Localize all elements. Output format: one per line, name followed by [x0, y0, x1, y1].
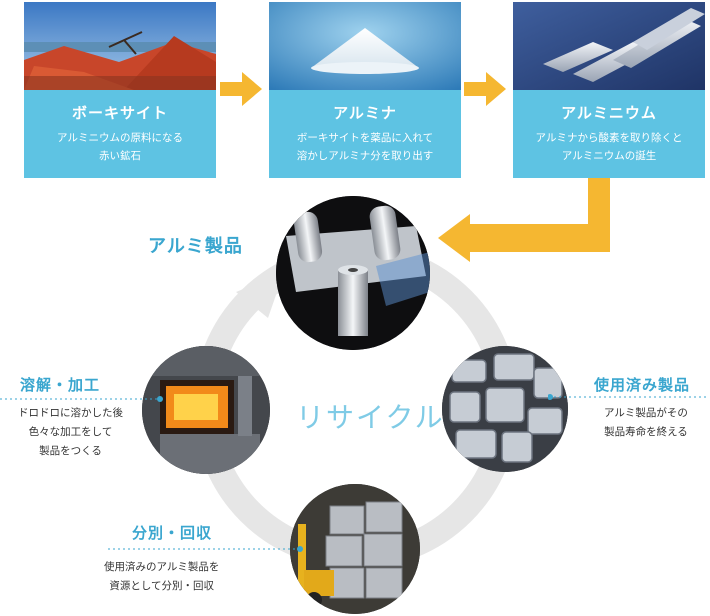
recycle-label: リサイクル	[296, 401, 445, 434]
step-desc: アルミナから酸素を取り除くとアルミニウムの誕生	[535, 132, 683, 162]
used-products-label: 使用済み製品	[594, 376, 691, 394]
alumina-panel: アルミナ ボーキサイトを薬品に入れて溶かしアルミナ分を取り出す	[269, 90, 461, 178]
product-photo	[276, 196, 430, 350]
melt-desc: ドロドロに溶かした後色々な加工をして製品をつくる	[18, 407, 123, 457]
arrow-right-icon	[220, 72, 262, 106]
ring-arrowhead-icon	[236, 272, 284, 318]
step-alumina: アルミナ ボーキサイトを薬品に入れて溶かしアルミナ分を取り出す	[269, 2, 461, 178]
dotted-leader	[0, 396, 163, 402]
elbow-arrow-icon	[438, 178, 610, 262]
bauxite-photo	[24, 2, 216, 90]
furnace-photo	[142, 346, 270, 474]
alumina-photo	[269, 2, 461, 90]
melt-label: 溶解・加工	[20, 376, 101, 394]
sorting-label: 分別・回収	[132, 524, 213, 542]
used-products-photo	[442, 346, 568, 472]
used-products-desc: アルミ製品がその製品寿命を終える	[604, 407, 688, 438]
arrow-right-icon	[464, 72, 506, 106]
step-title: アルミニウム	[561, 104, 657, 122]
product-label: アルミ製品	[148, 236, 243, 257]
sorting-photo	[290, 484, 420, 614]
sorting-desc: 使用済みのアルミ製品を資源として分別・回収	[104, 561, 220, 592]
step-desc: ボーキサイトを薬品に入れて溶かしアルミナ分を取り出す	[296, 132, 434, 162]
dotted-leader	[108, 546, 303, 552]
step-aluminium: アルミニウム アルミナから酸素を取り除くとアルミニウムの誕生	[513, 2, 705, 178]
step-desc: アルミニウムの原料になる赤い鉱石	[57, 132, 183, 162]
step-bauxite: ボーキサイト アルミニウムの原料になる赤い鉱石	[24, 2, 216, 178]
step-title: アルミナ	[333, 104, 397, 122]
ingot-photo	[513, 2, 705, 90]
aluminium-panel: アルミニウム アルミナから酸素を取り除くとアルミニウムの誕生	[513, 90, 705, 178]
dotted-leader	[548, 394, 708, 400]
step-title: ボーキサイト	[71, 104, 168, 122]
bauxite-panel: ボーキサイト アルミニウムの原料になる赤い鉱石	[24, 90, 216, 178]
